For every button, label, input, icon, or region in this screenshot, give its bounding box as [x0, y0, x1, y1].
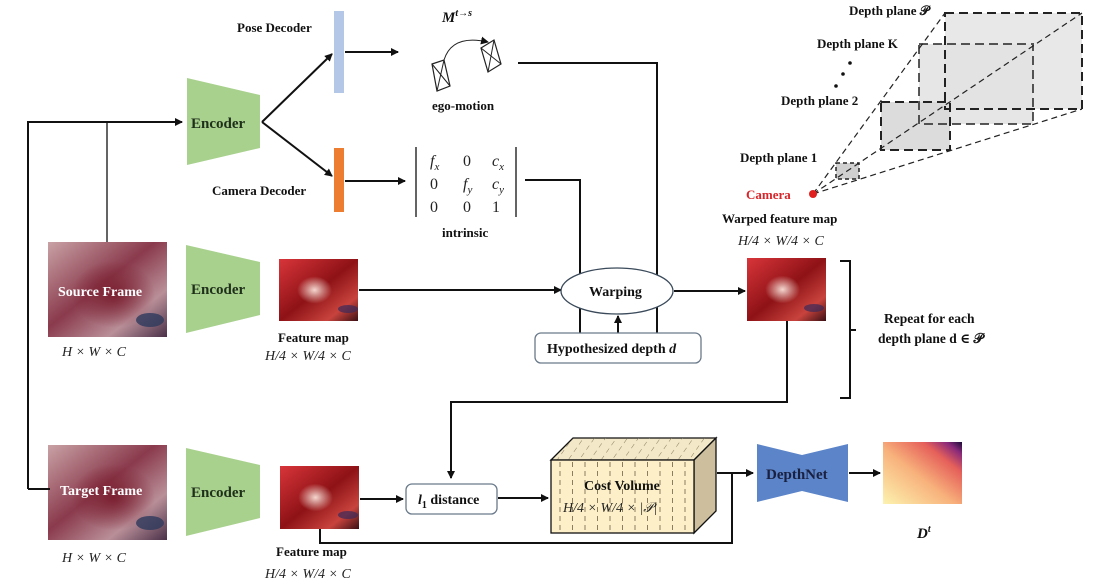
warped-to-l1-line [447, 321, 788, 479]
target-feature-map-label: Feature map [276, 544, 347, 559]
target-encoder: Encoder [186, 448, 260, 536]
output-depth-map [883, 442, 962, 504]
depth-plane-p-label: Depth plane 𝒫 [849, 3, 931, 18]
depth-plane-outlines [835, 12, 1083, 180]
matrix-cell: 0 [463, 199, 471, 216]
matrix-cell: 0 [463, 153, 471, 170]
matrix-cell: 0 [430, 176, 438, 193]
repeat-note-line1: Repeat for each [884, 311, 975, 326]
top-encoder: Encoder [187, 78, 260, 165]
warping-label: Warping [589, 285, 642, 300]
repeat-note-line2: depth plane d ∈ 𝒫 [878, 331, 986, 346]
intrinsic-label: intrinsic [442, 225, 488, 240]
depthnet: DepthNet [757, 444, 848, 502]
depth-plane-k-label: Depth plane K [817, 36, 899, 51]
target-feature-map-dims: H/4 × W/4 × C [264, 567, 351, 582]
ellipsis-dots [834, 61, 852, 88]
source-encoder-label: Encoder [191, 282, 246, 298]
warped-feature-map-label: Warped feature map [722, 211, 837, 226]
source-frame-image: Source Frame [48, 242, 167, 337]
cost-volume-label: Cost Volume [584, 479, 660, 494]
repeat-bracket [840, 260, 856, 399]
source-feature-map-image [279, 259, 358, 321]
target-frame-label: Target Frame [60, 484, 142, 499]
ego-motion-label: ego-motion [432, 98, 495, 113]
ego-motion: Mt→s ego-motion [431, 8, 502, 113]
camera-frustum-icon [431, 59, 451, 92]
l1-distance-label: l1 distance [418, 493, 479, 511]
encoder-to-pose-arrow [261, 53, 333, 123]
pose-decoder-label: Pose Decoder [237, 20, 312, 35]
depthnet-label: DepthNet [766, 467, 828, 483]
matrix-cell: cy [492, 176, 504, 196]
top-encoder-label: Encoder [191, 116, 246, 132]
output-depth-label: Dt [916, 524, 932, 542]
target-feature-map-image [280, 466, 359, 529]
matrix-cell: fx [430, 153, 439, 173]
camera-point [809, 190, 817, 198]
camera-frustum-icon [480, 39, 502, 73]
egomotion-to-warping-line [518, 62, 661, 350]
cost-volume-slices [559, 462, 686, 531]
motion-arc-arrow [443, 36, 489, 61]
camera-decoder: Camera Decoder [212, 148, 344, 212]
feature-skip-line [319, 473, 733, 544]
source-encoder: Encoder [186, 245, 260, 333]
depth-plane-1-label: Depth plane 1 [740, 150, 817, 165]
target-frame-dims: H × W × C [61, 551, 127, 566]
depth-plane-2-label: Depth plane 2 [781, 93, 858, 108]
target-encoder-label: Encoder [191, 485, 246, 501]
camera-label: Camera [746, 187, 791, 202]
intrinsic-to-warping-line [525, 179, 584, 357]
target-frame-image: Target Frame [48, 445, 167, 540]
frustum-rays [812, 12, 1083, 195]
cost-volume: Cost Volume H/4 × W/4 × |𝒫| [549, 436, 718, 535]
source-feature-map-label: Feature map [278, 330, 349, 345]
hypothesized-depth-label: Hypothesized depth d [547, 342, 677, 357]
hypothesized-depth-box: Hypothesized depth d [534, 332, 702, 364]
matrix-cell: fy [463, 176, 472, 196]
matrix-cell: 0 [430, 199, 438, 216]
warped-feature-map-dims: H/4 × W/4 × C [737, 234, 824, 249]
encoder-to-camera-arrow [261, 121, 333, 177]
ego-motion-symbol: Mt→s [441, 8, 472, 26]
cost-volume-dims: H/4 × W/4 × |𝒫| [562, 501, 657, 516]
source-to-encoder-line [27, 118, 183, 489]
source-frame-dims: H × W × C [61, 345, 127, 360]
warping-node: Warping [560, 267, 674, 315]
matrix-cell: 1 [492, 199, 500, 216]
pose-decoder: Pose Decoder [237, 11, 344, 93]
camera-decoder-label: Camera Decoder [212, 183, 306, 198]
source-feature-map-dims: H/4 × W/4 × C [264, 349, 351, 364]
source-frame-label: Source Frame [58, 285, 142, 300]
depth-planes-illustration: Camera Depth plane 1 Depth plane 2 Depth… [740, 3, 1083, 202]
matrix-cell: cx [492, 153, 504, 173]
warped-feature-map-image [747, 258, 826, 321]
l1-distance-box: l1 distance [405, 483, 498, 515]
